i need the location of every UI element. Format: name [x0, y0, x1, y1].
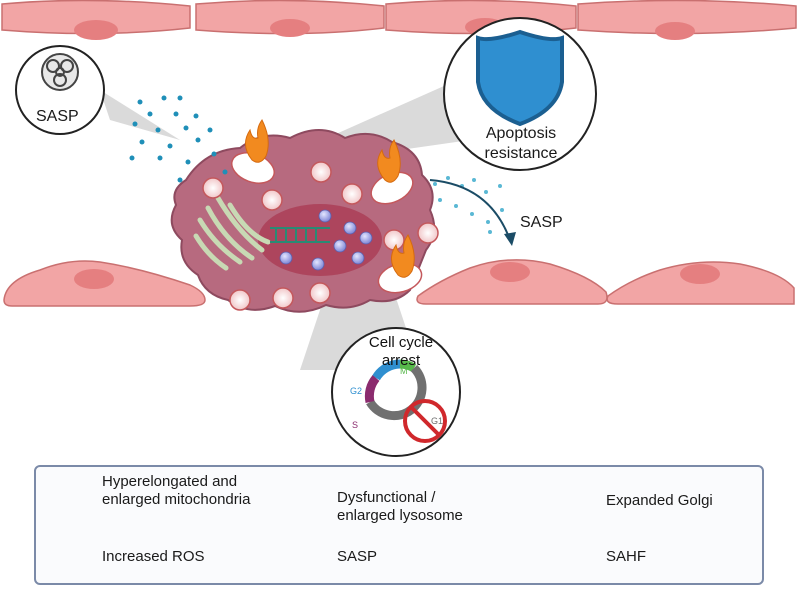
shield-icon	[476, 29, 564, 127]
legend-sahf-label: SAHF	[606, 548, 647, 565]
normal-cell-bottom-3	[606, 261, 795, 305]
sasp-arrowhead	[504, 232, 516, 246]
lysosomes-in-cell	[202, 161, 439, 311]
phase-m-label: M	[400, 366, 408, 376]
phase-s-label: S	[352, 420, 359, 430]
block-sign-icon	[403, 399, 447, 443]
legend-golgi-label: Expanded Golgi	[606, 492, 713, 509]
sasp-dots-right	[433, 176, 504, 234]
normal-cell-top-1	[1, 0, 191, 40]
sasp-dots-left	[129, 95, 228, 183]
sasp-arrow	[429, 179, 511, 241]
sasp-callout-label: SASP	[36, 108, 79, 125]
apoptosis-label: Apoptosis resistance	[484, 125, 558, 162]
legend-box	[34, 465, 764, 585]
legend-mito-label: Hyperelongated and enlarged mitochondria	[102, 473, 251, 508]
normal-cell-bottom-2	[416, 259, 608, 305]
legend-sasp-label: SASP	[337, 548, 378, 565]
legend-ros-label: Increased ROS	[102, 548, 205, 565]
sasp-callout-wedge	[100, 90, 180, 140]
mitochondria-in-cell	[231, 152, 423, 294]
normal-cell-top-2	[195, 0, 385, 37]
legend-lysosome-label: Dysfunctional / enlarged lysosome	[337, 489, 463, 524]
ros-flames	[245, 119, 415, 278]
sasp-arrow-label: SASP	[520, 214, 563, 231]
apoptosis-callout	[443, 17, 597, 171]
golgi-in-cell	[193, 195, 271, 271]
sahf-spheres	[279, 209, 373, 271]
cell-cycle-callout	[331, 327, 461, 457]
chromatin-in-nucleus	[270, 227, 330, 243]
normal-cell-bottom-1	[3, 260, 206, 307]
phase-g1-label: G1	[431, 416, 444, 426]
sasp-callout	[15, 45, 105, 135]
phase-g2-label: G2	[350, 386, 363, 396]
normal-cell-top-4	[577, 0, 797, 40]
cell-cycle-title: Cell cycle arrest	[368, 334, 434, 369]
biohazard-icon	[46, 59, 74, 87]
